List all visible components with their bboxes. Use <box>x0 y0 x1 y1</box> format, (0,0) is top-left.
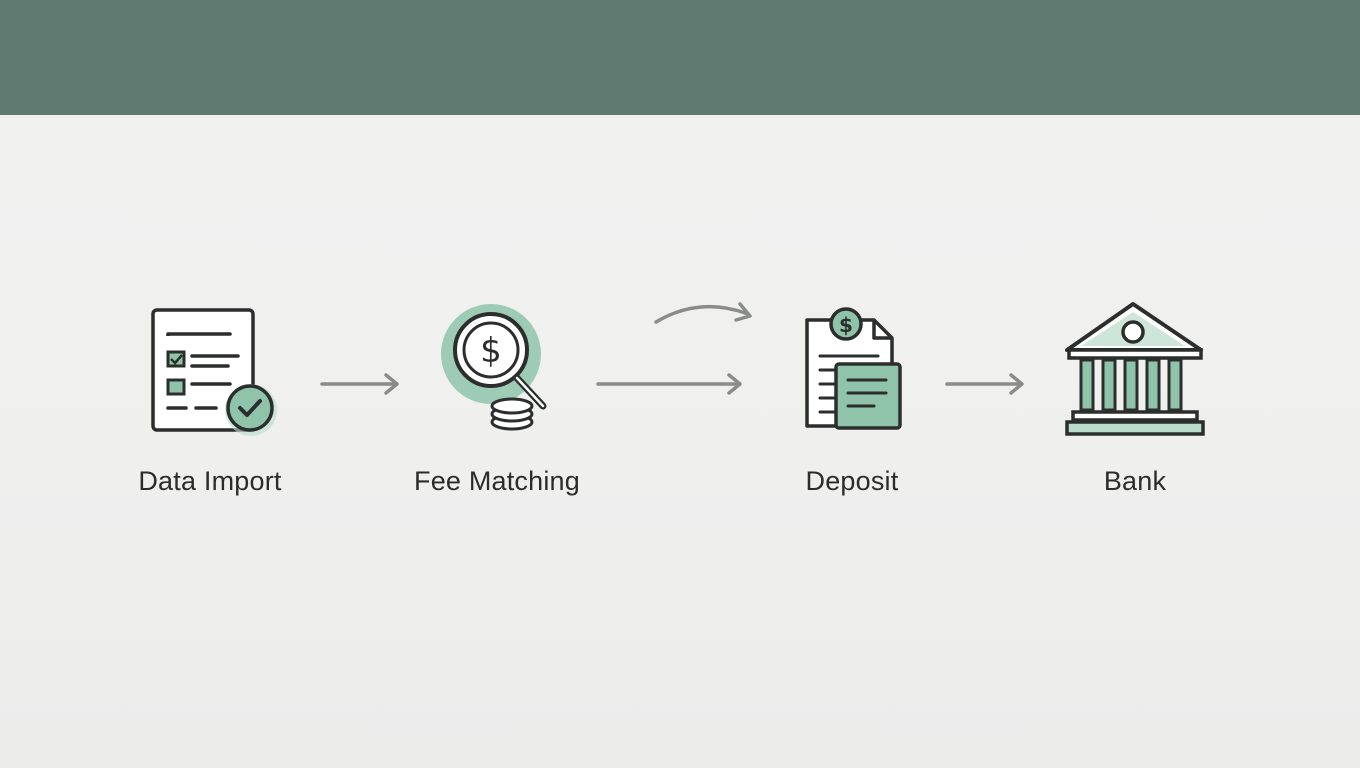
step-bank: Bank <box>1035 290 1235 496</box>
header-banner <box>0 0 1360 115</box>
arrow-right-icon <box>596 373 742 395</box>
svg-text:$: $ <box>480 331 502 371</box>
dollar-magnifier-icon: $ <box>441 304 547 431</box>
bank-building-icon <box>1065 302 1205 436</box>
step-label: Data Import <box>138 466 282 496</box>
curved-arrow-icon <box>654 302 752 324</box>
step-label: Deposit <box>805 466 899 496</box>
arrow-right-icon <box>945 373 1024 395</box>
step-fee-matching: $ Fee Matching <box>397 290 597 496</box>
step-label: Bank <box>1103 466 1167 496</box>
step-label: Fee Matching <box>414 466 580 496</box>
checklist-document-icon <box>151 308 277 436</box>
dollar-invoice-icon: $ <box>805 307 902 430</box>
arrow-right-icon <box>320 373 399 395</box>
step-deposit: $ Deposit <box>752 290 952 496</box>
svg-text:$: $ <box>839 313 853 337</box>
step-data-import: Data Import <box>110 290 310 496</box>
